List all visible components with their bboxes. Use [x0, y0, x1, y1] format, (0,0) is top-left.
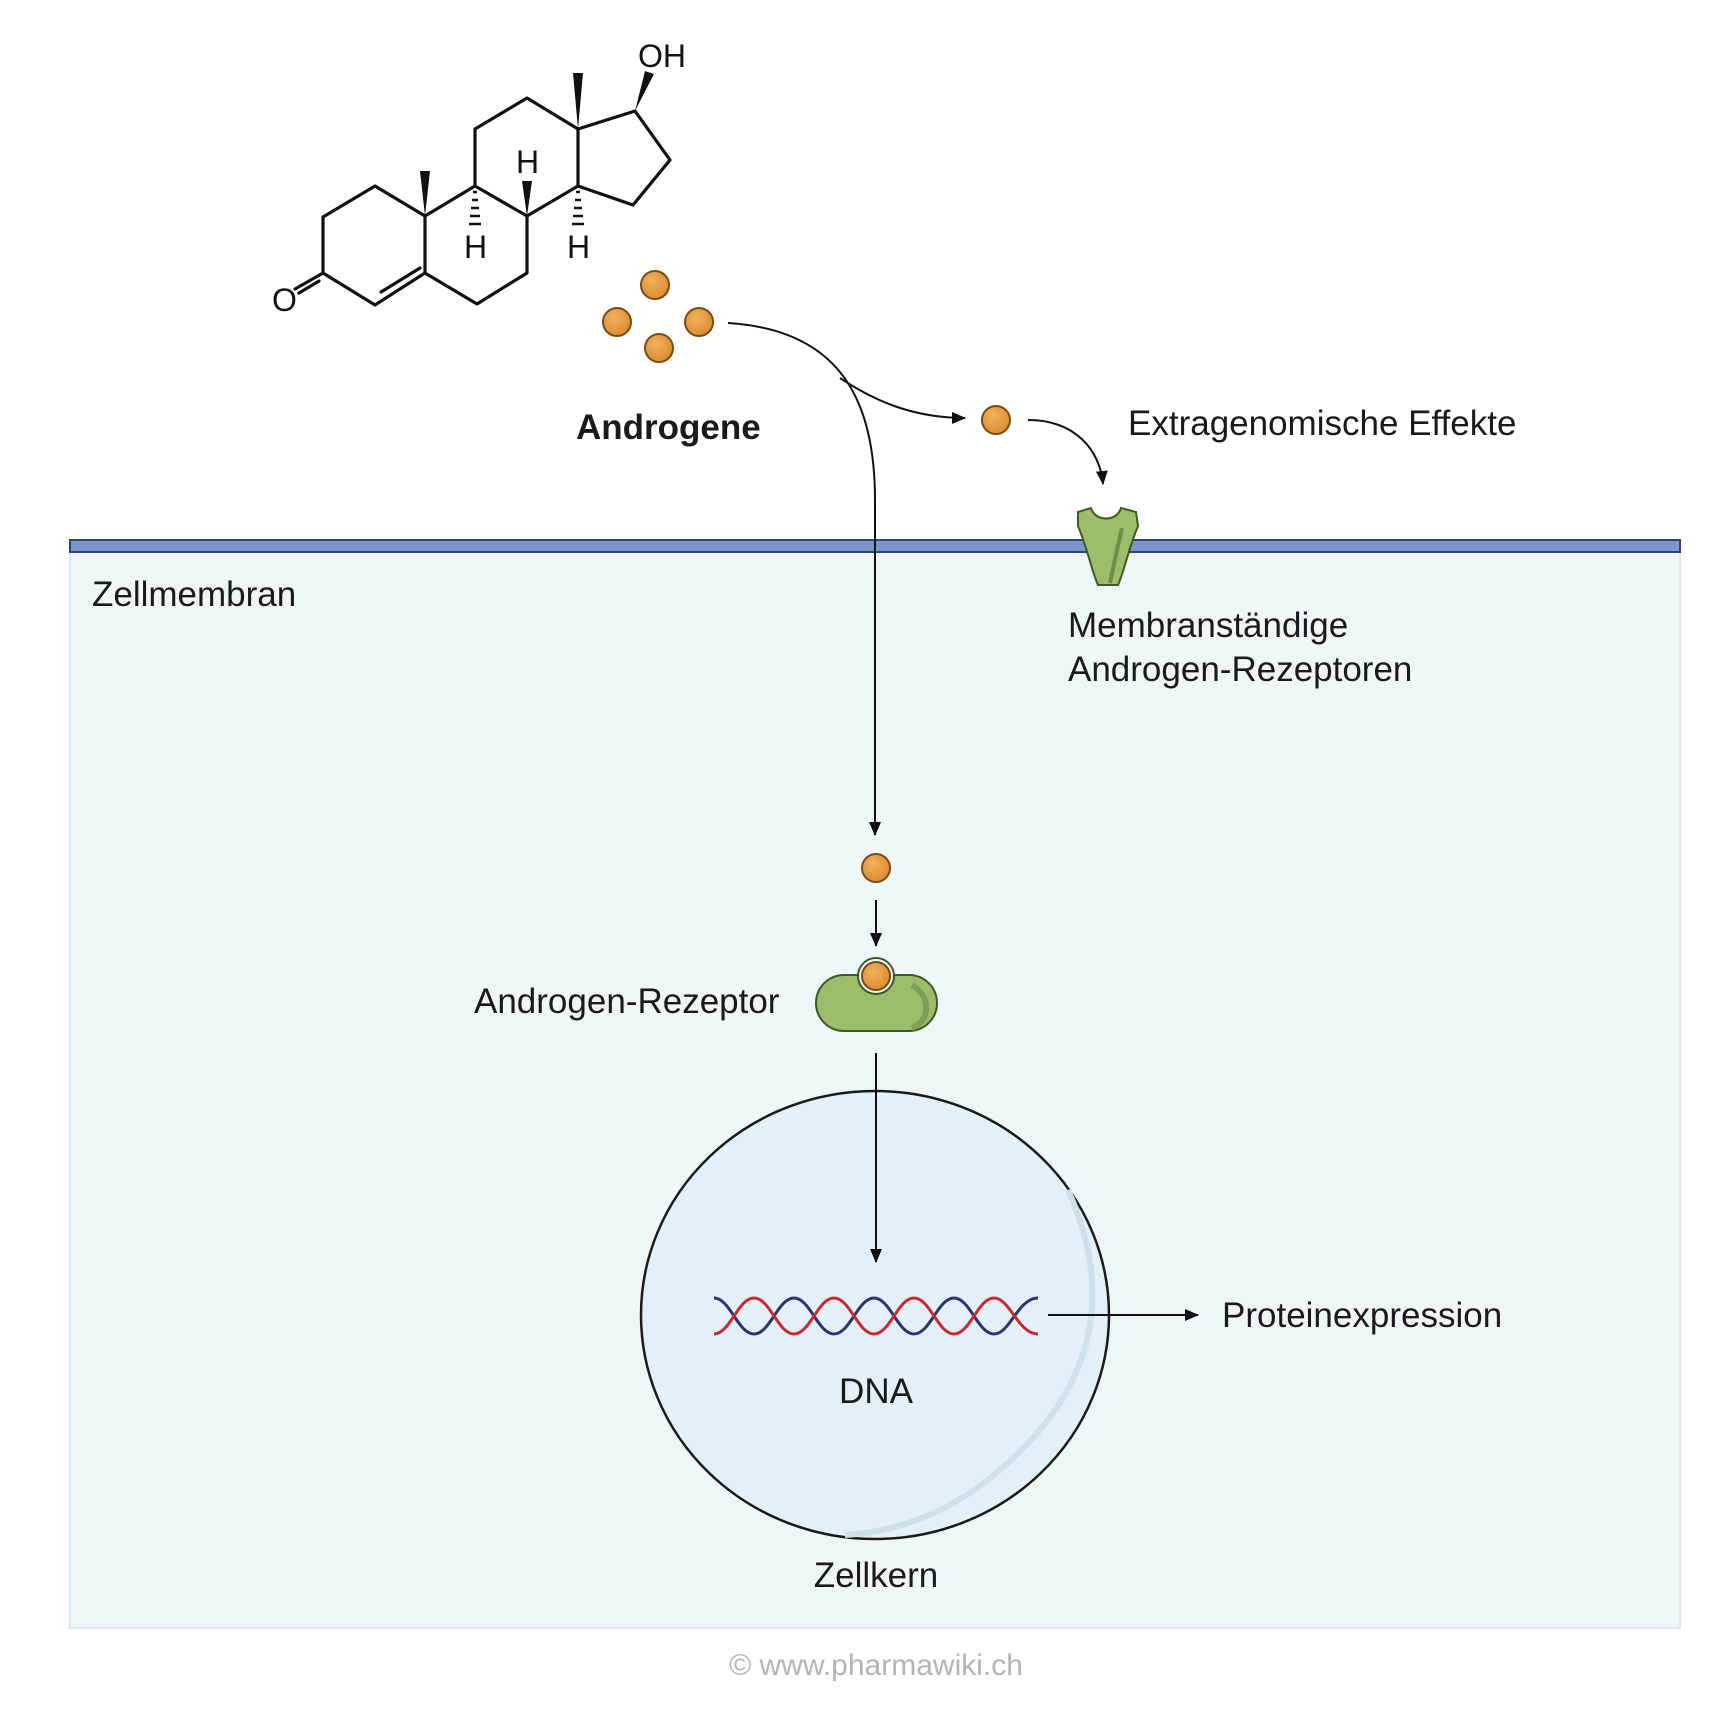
label-extragenomic-effects: Extragenomische Effekte [1128, 404, 1517, 443]
androgen-ball [861, 853, 891, 883]
androgen-ball [981, 405, 1011, 435]
membrane-receptor-icon [1077, 506, 1140, 586]
label-membrane-receptor-line1: Membranständige [1068, 606, 1349, 645]
pathway-arrows [727, 322, 1199, 1321]
androgen-balls [602, 270, 1011, 883]
atom-h-right: H [567, 229, 590, 265]
label-proteinexpression: Proteinexpression [1222, 1296, 1503, 1335]
androgen-ball [684, 307, 714, 337]
dna-helix-icon [713, 1296, 1039, 1336]
label-androgen-receptor: Androgen-Rezeptor [474, 982, 780, 1021]
label-dna: DNA [839, 1372, 913, 1411]
label-zellkern: Zellkern [813, 1556, 939, 1595]
androgen-molecule [293, 96, 672, 307]
androgen-ball [644, 333, 674, 363]
androgen-ball [602, 307, 632, 337]
label-zellmembran: Zellmembran [92, 575, 297, 614]
atom-o: O [272, 282, 297, 318]
androgen-ball [640, 270, 670, 300]
androgen-receptor-icon [815, 957, 938, 1032]
arrow-to-extragenomic [839, 377, 966, 424]
label-androgene: Androgene [576, 408, 761, 447]
atom-oh: OH [638, 38, 686, 74]
atom-h-top: H [516, 144, 539, 180]
arrow-to-membrane-receptor [1027, 419, 1108, 485]
atom-h-left: H [464, 229, 487, 265]
credit-text: © www.pharmawiki.ch [729, 1649, 1023, 1682]
stereo-bonds [420, 71, 654, 226]
label-membrane-receptor-line2: Androgen-Rezeptoren [1068, 650, 1413, 689]
